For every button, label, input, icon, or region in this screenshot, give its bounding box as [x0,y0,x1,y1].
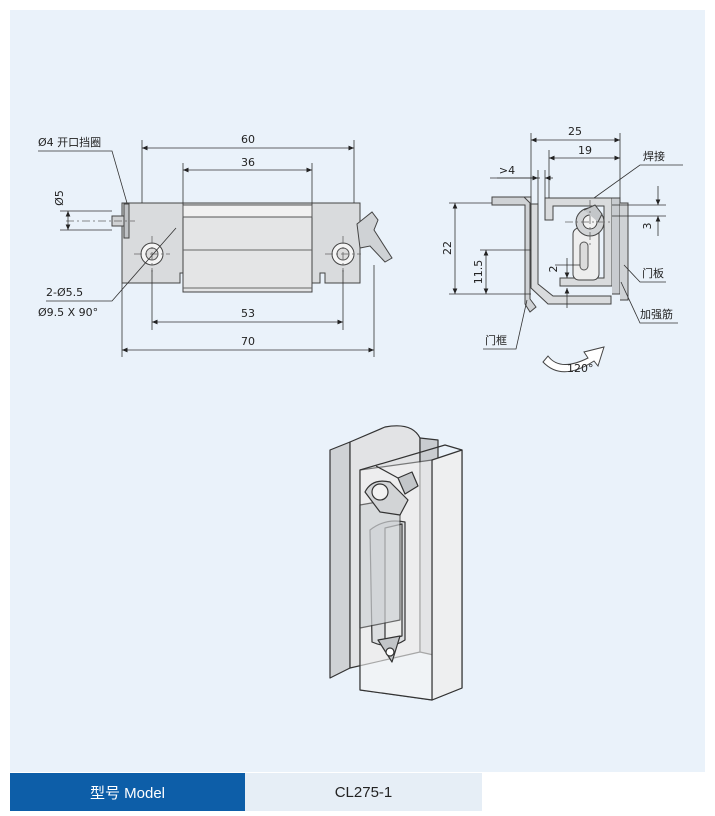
front-view-text: 60 36 53 70 Ø5 Ø4 开口挡圈 2-Ø5.5 Ø9.5 X 90° [38,133,255,348]
reinforcement [620,202,629,301]
dim-25: 25 [568,125,582,138]
dim-36: 36 [241,156,255,169]
label-reinforcement: 加强筋 [640,307,673,321]
spring-tab [356,211,393,263]
side-view [449,133,683,373]
front-view [38,140,393,357]
label-door-panel: 门板 [642,266,664,280]
dim-19: 19 [578,144,592,157]
dim-11-5: 11.5 [472,260,485,285]
door-panel [544,197,613,287]
dim-53: 53 [241,307,255,320]
door-frame [492,196,612,305]
model-bar: 型号 Model CL275-1 [10,773,482,811]
label-angle: 120° [567,362,594,375]
model-value: CL275-1 [245,773,482,811]
model-label: 型号 Model [10,773,245,811]
hinge-barrel [182,204,313,293]
dim-gt4: >4 [499,164,515,177]
label-retaining-ring: Ø4 开口挡圈 [38,135,101,149]
label-weld: 焊接 [643,149,665,163]
label-countersink: Ø9.5 X 90° [38,306,98,319]
dim-22: 22 [441,241,454,255]
dim-d5: Ø5 [53,190,66,206]
dim-2: 2 [547,266,560,273]
dim-3: 3 [641,223,654,230]
side-view-text: 25 19 >4 22 11.5 2 3 焊接 门板 加强筋 门框 120° [441,125,673,375]
label-holes: 2-Ø5.5 [46,286,83,299]
label-door-frame: 门框 [485,333,507,347]
isometric-view [329,425,463,701]
dim-70: 70 [241,335,255,348]
rotation-arrow [542,346,605,373]
dim-60: 60 [241,133,255,146]
